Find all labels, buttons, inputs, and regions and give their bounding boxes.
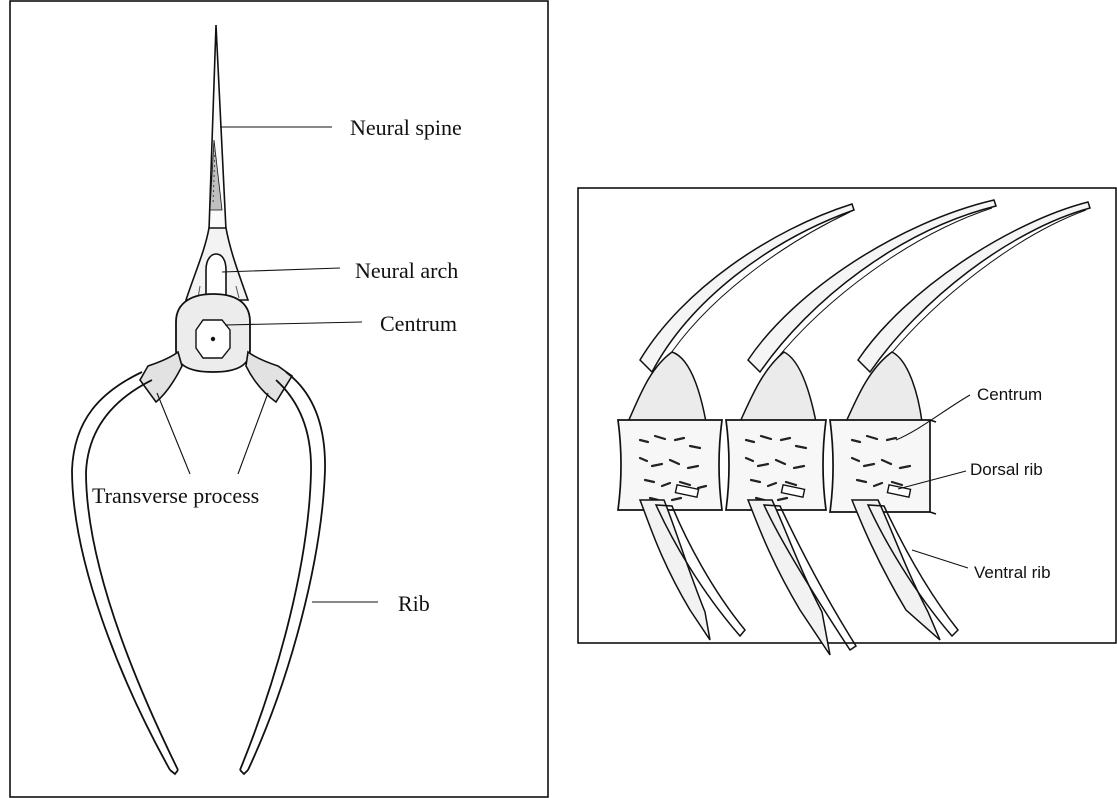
right-neural-arches (628, 352, 922, 422)
label-right-ventral-rib: Ventral rib (974, 563, 1051, 582)
right-neural-spines (640, 200, 1090, 372)
left-panel: Neural spine Neural arch Centrum Transve… (10, 1, 548, 797)
neural-arch-drawing (186, 228, 248, 300)
leader-right-ventral-rib (912, 550, 968, 568)
rib-drawing (72, 372, 325, 774)
leader-transverse-right (238, 393, 268, 474)
centrum-drawing (176, 294, 250, 372)
leader-neural-arch (222, 268, 340, 272)
leader-transverse-left (157, 393, 190, 474)
label-centrum: Centrum (380, 311, 457, 336)
right-panel: Centrum Dorsal rib Ventral rib (578, 188, 1116, 655)
left-panel-frame (10, 1, 548, 797)
label-neural-spine: Neural spine (350, 115, 462, 140)
label-right-centrum: Centrum (977, 385, 1042, 404)
label-rib: Rib (398, 591, 430, 616)
right-ventral-ribs (640, 500, 958, 655)
label-right-dorsal-rib: Dorsal rib (970, 460, 1043, 479)
label-neural-arch: Neural arch (355, 258, 458, 283)
label-transverse-process: Transverse process (92, 483, 259, 508)
